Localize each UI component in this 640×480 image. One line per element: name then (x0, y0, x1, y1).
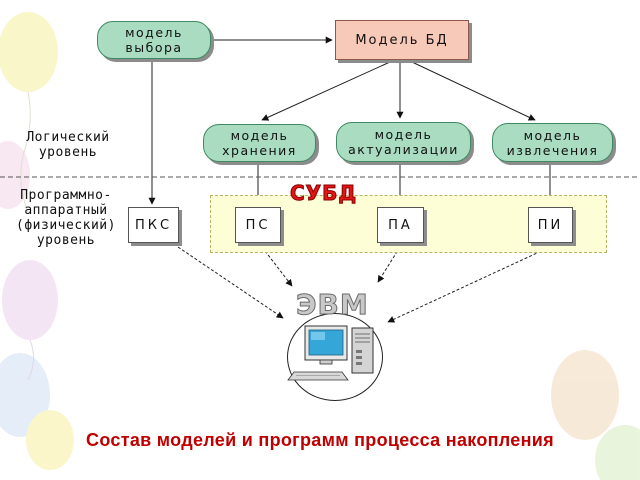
pks-node: ПКС (128, 207, 179, 243)
pa-node: ПА (377, 207, 424, 243)
retrieval-model-node: модель извлечения (492, 123, 613, 162)
connector-ps-to-computer (261, 246, 293, 287)
storage-model-node: модель хранения (203, 124, 316, 162)
pi-node: ПИ (528, 207, 573, 243)
connector-db-to-storage (261, 61, 391, 121)
dbms-title: СУБД (289, 181, 358, 206)
selection-model-node: модель выбора (97, 21, 211, 59)
connector-pks-to-computer (177, 246, 284, 319)
connector-db-to-retrieval (411, 61, 536, 121)
db-model-node: Модель БД (335, 20, 469, 60)
diagram-caption: Состав моделей и программ процесса накоп… (86, 430, 554, 450)
computer-title: ЭВМ (296, 288, 369, 322)
physical-level-label: Программно- аппаратный (физический) уров… (16, 188, 116, 248)
update-model-node: модель актуализации (336, 122, 471, 162)
ps-node: ПС (235, 207, 281, 243)
logical-level-label: Логический уровень (26, 130, 110, 160)
